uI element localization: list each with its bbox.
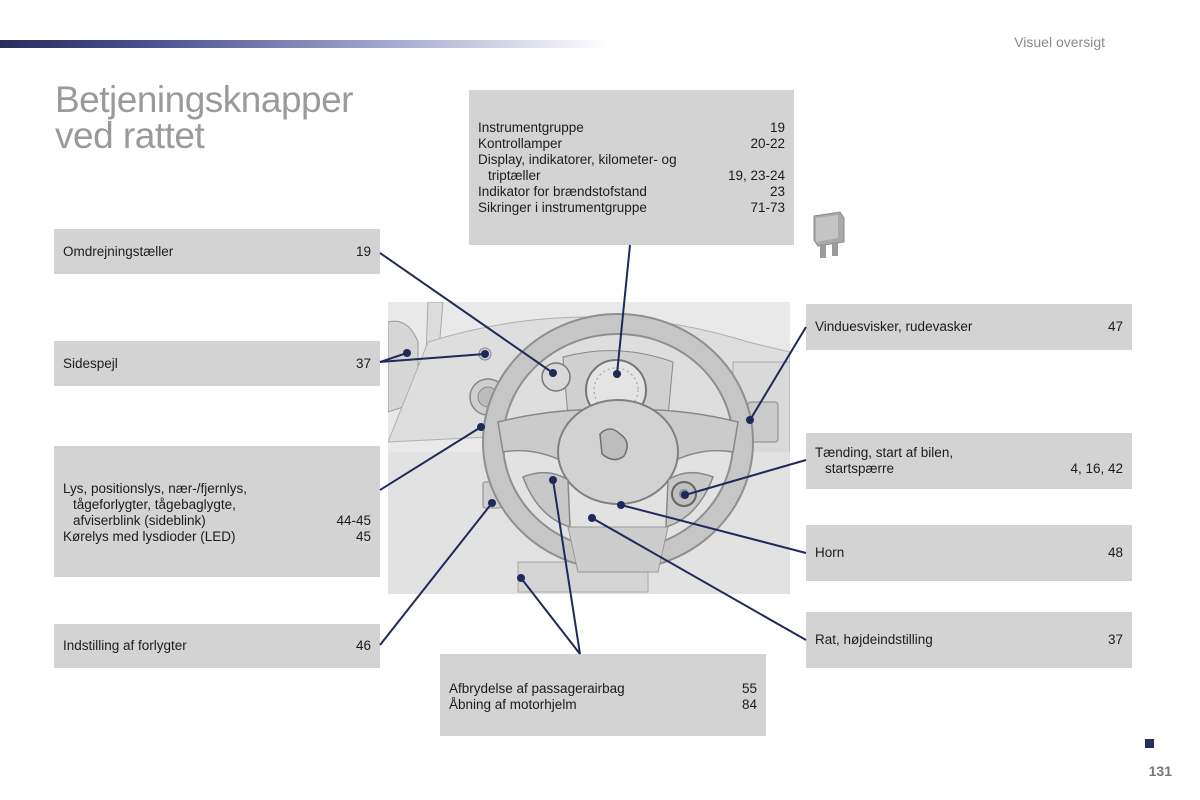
row-page: 19, 23-24 xyxy=(727,168,785,183)
header-accent-bar xyxy=(0,40,610,48)
row-label: afviserblink (sideblink) xyxy=(73,513,206,528)
steering-wheel-illustration xyxy=(388,302,790,594)
section-label: Visuel oversigt xyxy=(1014,34,1105,50)
steering-adjust-page: 37 xyxy=(1107,632,1123,647)
row-label: triptæller xyxy=(488,168,541,183)
page-title-line-2: ved rattet xyxy=(55,115,205,156)
lighting-row: Kørelys med lysdioder (LED) 45 xyxy=(63,529,371,545)
page-title: Betjeningsknapper ved rattet xyxy=(55,79,385,156)
instrument-row: Kontrollamper 20-22 xyxy=(478,136,785,152)
row-page: 20-22 xyxy=(750,136,785,151)
ignition-row: startspærre 4, 16, 42 xyxy=(815,461,1123,477)
ignition-row: Tænding, start af bilen, xyxy=(815,445,1123,461)
lighting-row: Lys, positionslys, nær-/fjernlys, xyxy=(63,481,371,497)
page-marker xyxy=(1145,739,1154,748)
lighting-controls-box: Lys, positionslys, nær-/fjernlys, tågefo… xyxy=(54,446,380,577)
airbag-row: Afbrydelse af passagerairbag 55 xyxy=(449,681,757,697)
page-title-line-1: Betjeningsknapper xyxy=(55,79,354,120)
lighting-row: afviserblink (sideblink) 44-45 xyxy=(63,513,371,529)
row-label: Afbrydelse af passagerairbag xyxy=(449,681,625,696)
steering-adjust-label: Rat, højdeindstilling xyxy=(815,632,933,647)
row-label: Kontrollamper xyxy=(478,136,563,151)
horn-label: Horn xyxy=(815,545,845,560)
row-label: Instrumentgruppe xyxy=(478,120,584,135)
instrument-row: Instrumentgruppe 19 xyxy=(478,120,785,136)
side-mirrors-page: 37 xyxy=(355,355,371,371)
headlamp-adjust-box: Indstilling af forlygter 46 xyxy=(54,624,380,668)
row-page: 44-45 xyxy=(336,513,371,528)
wipers-label: Vinduesvisker, rudevasker xyxy=(815,319,973,334)
lighting-row: tågeforlygter, tågebaglygte, xyxy=(63,497,371,513)
row-page: 71-73 xyxy=(750,200,785,215)
airbag-bonnet-box: Afbrydelse af passagerairbag 55 Åbning af… xyxy=(440,654,766,736)
instrument-row: Indikator for brændstofstand 23 xyxy=(478,184,785,200)
instrument-panel-box: Instrumentgruppe 19 Kontrollamper 20-22 Di… xyxy=(469,90,794,245)
rev-counter-label: Omdrejningstæller xyxy=(63,243,174,259)
horn-box: Horn 48 xyxy=(806,525,1132,581)
steering-adjust-box: Rat, højdeindstilling 37 xyxy=(806,612,1132,668)
side-mirrors-label: Sidespejl xyxy=(63,355,118,371)
row-label: tågeforlygter, tågebaglygte, xyxy=(73,497,236,512)
instrument-row: triptæller 19, 23-24 xyxy=(478,168,785,184)
row-page: 23 xyxy=(769,184,785,199)
row-label: Sikringer i instrumentgruppe xyxy=(478,200,647,215)
rev-counter-page: 19 xyxy=(355,243,371,259)
row-page: 4, 16, 42 xyxy=(1070,461,1123,476)
headlamp-adjust-label: Indstilling af forlygter xyxy=(63,638,187,653)
headlamp-adjust-page: 46 xyxy=(355,638,371,653)
airbag-row: Åbning af motorhjelm 84 xyxy=(449,697,757,713)
row-label: Tænding, start af bilen, xyxy=(815,445,954,460)
row-label: Lys, positionslys, nær-/fjernlys, xyxy=(63,481,248,496)
horn-page: 48 xyxy=(1107,545,1123,560)
rev-counter-box: Omdrejningstæller 19 xyxy=(54,229,380,274)
instrument-row: Display, indikatorer, kilometer- og xyxy=(478,152,785,168)
row-label: Display, indikatorer, kilometer- og xyxy=(478,152,677,167)
fuse-icon xyxy=(813,211,845,258)
row-label: Indikator for brændstofstand xyxy=(478,184,647,199)
row-page: 45 xyxy=(355,529,371,544)
instrument-row: Sikringer i instrumentgruppe 71-73 xyxy=(478,200,785,216)
row-label: startspærre xyxy=(825,461,895,476)
row-page: 55 xyxy=(741,681,757,696)
wipers-box: Vinduesvisker, rudevasker 47 xyxy=(806,304,1132,350)
wipers-page: 47 xyxy=(1107,319,1123,334)
ignition-box: Tænding, start af bilen, startspærre 4, 1… xyxy=(806,433,1132,489)
row-page: 84 xyxy=(741,697,757,712)
side-mirrors-box: Sidespejl 37 xyxy=(54,341,380,386)
row-page: 19 xyxy=(769,120,785,135)
row-label: Kørelys med lysdioder (LED) xyxy=(63,529,236,544)
page-number: 131 xyxy=(1148,763,1172,779)
row-label: Åbning af motorhjelm xyxy=(449,697,577,712)
